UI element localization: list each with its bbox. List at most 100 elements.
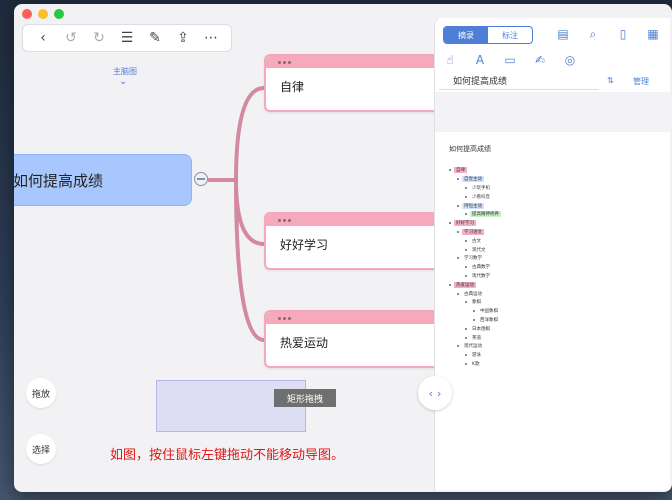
edit-icon: ✎: [149, 30, 161, 46]
outline-item[interactable]: 象棋: [449, 298, 659, 307]
outline-item[interactable]: 热爱运动: [449, 280, 659, 289]
panel-header-icons: ▤ ⌕ ▯ ▦: [556, 26, 660, 42]
bullet-icon: [457, 345, 459, 348]
bookmark-icon[interactable]: ▯: [619, 27, 627, 41]
outline-item[interactable]: 日本围棋: [449, 324, 659, 333]
theme-label[interactable]: 主脑图: [113, 67, 137, 76]
lasso-icon[interactable]: ◎: [564, 53, 576, 67]
outline-item[interactable]: 古典运动: [449, 289, 659, 298]
redo-icon: ↻: [93, 30, 105, 46]
child-topic-node[interactable]: 热爱运动: [264, 310, 440, 368]
document-title-tab[interactable]: 如何提高成绩: [439, 72, 599, 90]
minimize-window-button[interactable]: [38, 9, 48, 19]
edit-button[interactable]: ✎: [144, 27, 166, 49]
child-topic-label: 热爱运动: [280, 336, 329, 350]
chevron-left-icon: ‹: [40, 30, 46, 46]
bullet-icon: [473, 318, 475, 321]
hand-icon[interactable]: ☝: [446, 53, 454, 67]
undo-button[interactable]: ↺: [60, 27, 82, 49]
pen-icon[interactable]: ✍: [534, 53, 546, 67]
close-window-button[interactable]: [22, 9, 32, 19]
chevron-down-icon[interactable]: ⌄: [119, 76, 128, 87]
outline-item[interactable]: 古文: [449, 236, 659, 245]
grid-icon[interactable]: ▦: [647, 27, 659, 41]
outline-item-label: 学习数学: [464, 256, 482, 262]
bullet-icon: [465, 354, 467, 357]
tab-excerpt[interactable]: 摘录: [444, 27, 488, 43]
redo-button[interactable]: ↻: [88, 27, 110, 49]
outline-item-label: 少看抖音: [472, 194, 490, 200]
mindmap-canvas[interactable]: ‹ ↺ ↻ ☰ ✎ ⇪ ⋯ 主脑图 ⌄ 如何提高成绩 自律 好好学习 热爱运动: [14, 4, 440, 492]
outline-item[interactable]: 茶道: [449, 333, 659, 342]
tab-annotation[interactable]: 标注: [502, 30, 518, 40]
node-handle[interactable]: [266, 214, 438, 226]
node-handle[interactable]: [266, 56, 438, 68]
share-button[interactable]: ⇪: [172, 27, 194, 49]
bullet-icon: [465, 274, 467, 277]
bullet-icon: [465, 195, 467, 198]
outline-item[interactable]: 游泳: [449, 351, 659, 360]
outline-item[interactable]: 好好学习: [449, 219, 659, 228]
outline-item-label: 持恒主动: [462, 202, 484, 209]
outline-item-label: 现代数学: [472, 273, 490, 279]
manage-button[interactable]: 管理: [633, 77, 649, 86]
outline-item-label: 现代文: [472, 247, 486, 253]
bullet-icon: [465, 301, 467, 304]
chevron-left-icon: ‹: [428, 386, 433, 400]
bullet-icon: [457, 292, 459, 295]
outline-item[interactable]: 现代文: [449, 245, 659, 254]
document-icon[interactable]: ▤: [557, 27, 569, 41]
outline-item[interactable]: K歌: [449, 360, 659, 369]
outline-item-label: 日本围棋: [472, 326, 490, 332]
bullet-icon: [457, 230, 459, 233]
drag-mode-button[interactable]: 拖放: [26, 378, 56, 408]
outline-item[interactable]: 现代数学: [449, 272, 659, 281]
bullet-icon: [457, 204, 459, 207]
child-topic-node[interactable]: 自律: [264, 54, 440, 112]
outline-item[interactable]: 西洋象棋: [449, 316, 659, 325]
bullet-icon: [465, 248, 467, 251]
more-button[interactable]: ⋯: [200, 27, 222, 49]
child-topic-node[interactable]: 好好学习: [264, 212, 440, 270]
select-mode-button[interactable]: 选择: [26, 434, 56, 464]
outline-item[interactable]: 少玩手机: [449, 184, 659, 193]
rectangle-select-icon[interactable]: ▭: [504, 53, 516, 67]
outline-item[interactable]: 自律: [449, 166, 659, 175]
outline-view[interactable]: 如何提高成绩 自律自觉主动少玩手机少看抖音持恒主动提高精神修养好好学习学习语文古…: [449, 144, 659, 368]
outline-item[interactable]: 中国象棋: [449, 307, 659, 316]
bullet-icon: [465, 213, 467, 216]
outline-item[interactable]: 少看抖音: [449, 192, 659, 201]
search-icon[interactable]: ⌕: [589, 26, 597, 41]
bullet-icon: [465, 239, 467, 242]
outline-item[interactable]: 学习数学: [449, 254, 659, 263]
outline-item[interactable]: 学习语文: [449, 228, 659, 237]
bullet-icon: [465, 327, 467, 330]
outline-item[interactable]: 持恒主动: [449, 201, 659, 210]
outline-item-label: K歌: [472, 361, 480, 367]
outline-item[interactable]: 提高精神修养: [449, 210, 659, 219]
outline-item-label: 古文: [472, 238, 481, 244]
outline-item-label: 自觉主动: [462, 176, 484, 183]
panel-tabs: 摘录 标注: [443, 26, 533, 44]
outline-item-label: 古典数学: [472, 265, 490, 271]
chevron-right-icon: ›: [437, 386, 442, 400]
child-topic-label: 好好学习: [280, 238, 329, 252]
text-highlight-icon[interactable]: A: [475, 53, 485, 67]
outline-list-button[interactable]: ☰: [116, 27, 138, 49]
sort-icon[interactable]: ⇅: [607, 76, 614, 85]
bullet-icon: [473, 310, 475, 313]
collapse-icon[interactable]: [194, 172, 208, 186]
root-topic-node[interactable]: 如何提高成绩: [14, 154, 192, 206]
zoom-window-button[interactable]: [54, 9, 64, 19]
share-icon: ⇪: [177, 30, 189, 46]
bullet-icon: [457, 257, 459, 260]
panel-toggle-button[interactable]: ‹ ›: [418, 376, 452, 410]
list-icon: ☰: [120, 30, 134, 46]
node-handle[interactable]: [266, 312, 438, 324]
outline-item[interactable]: 古典数学: [449, 263, 659, 272]
outline-item[interactable]: 现代运动: [449, 342, 659, 351]
back-button[interactable]: ‹: [32, 27, 54, 49]
annotation-tools: ☝ A ▭ ✍ ◎: [443, 52, 577, 68]
window-controls: [22, 9, 64, 19]
outline-item[interactable]: 自觉主动: [449, 175, 659, 184]
